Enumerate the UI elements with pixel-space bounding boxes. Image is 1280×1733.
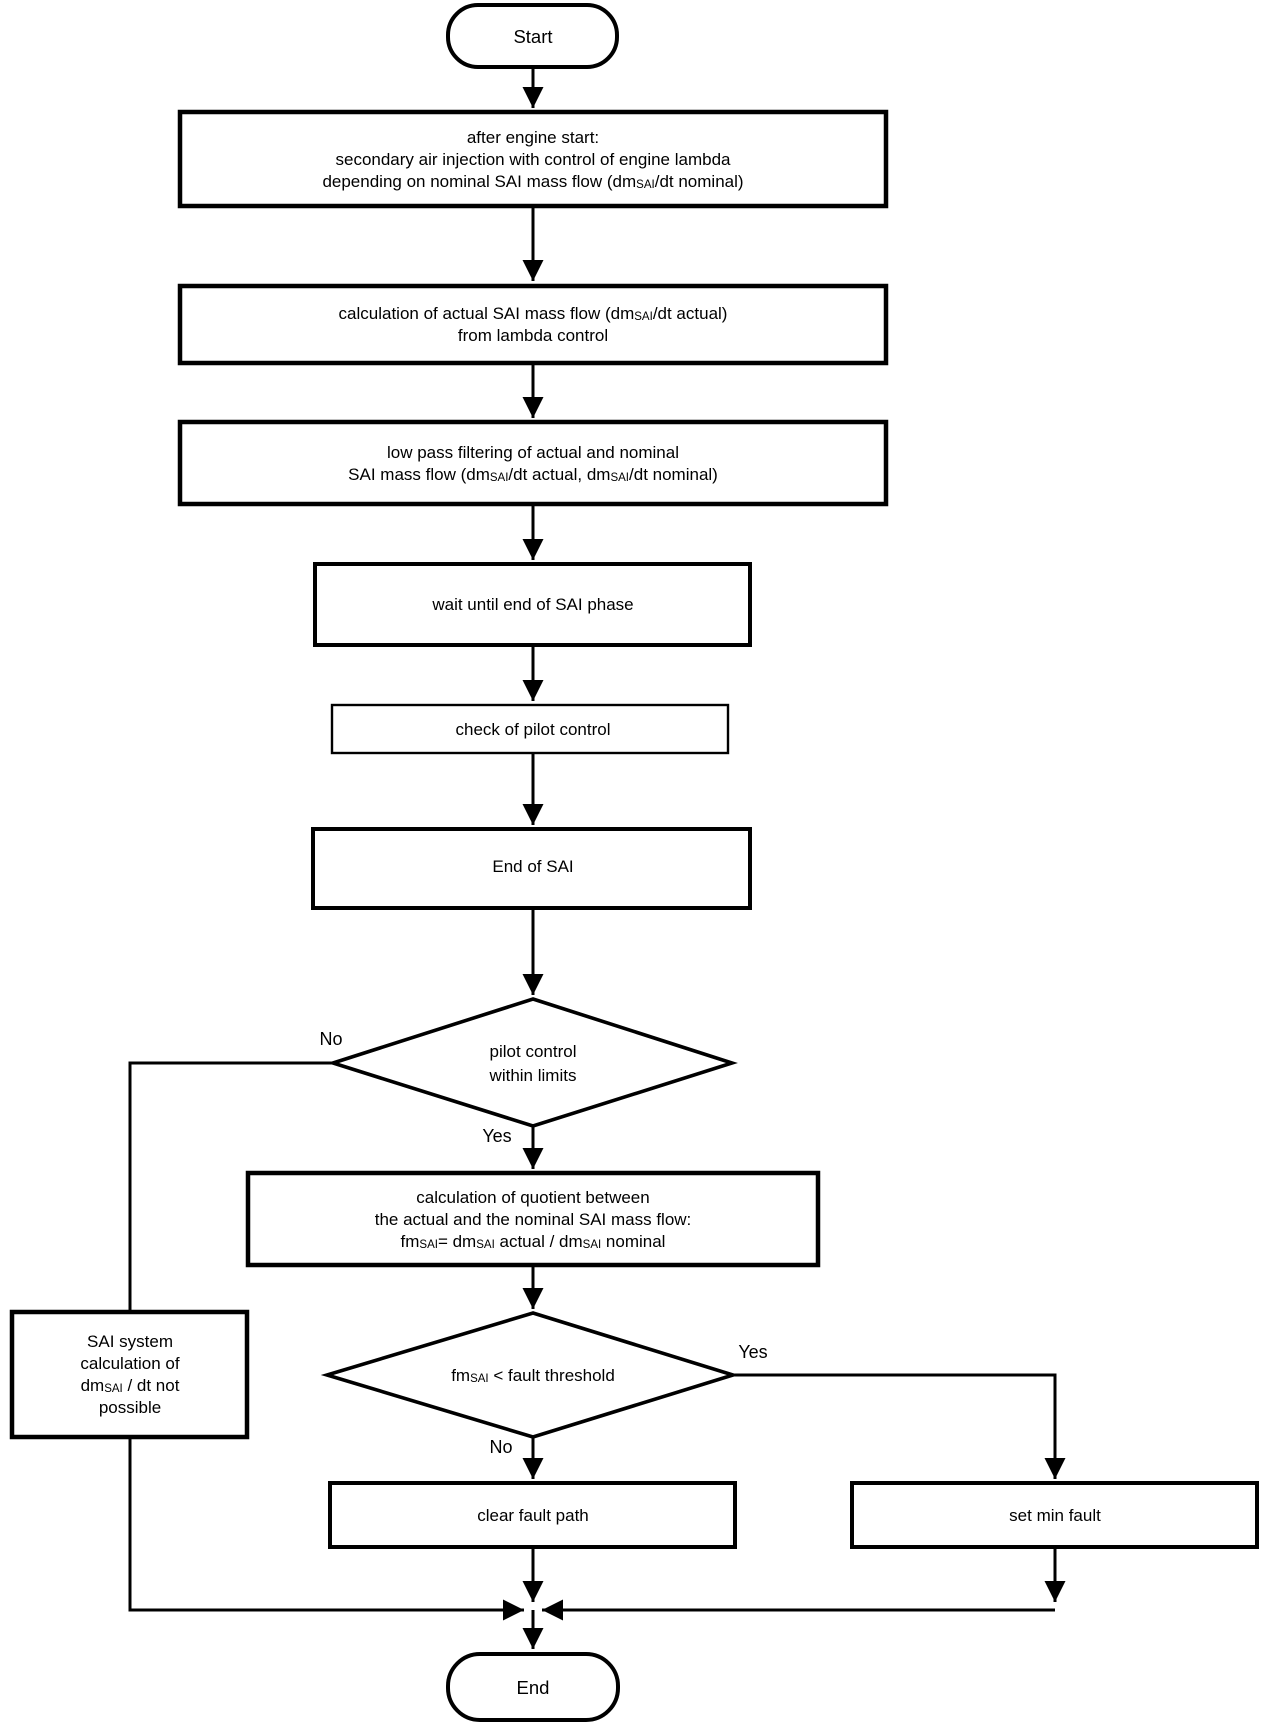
- start-shape: [446, 3, 619, 69]
- decision-fault-threshold: fmSAI < fault threshold: [320, 1311, 740, 1439]
- threshold-yes-label: Yes: [738, 1342, 767, 1362]
- sai-not-possible-shape: [9, 1309, 250, 1440]
- pilot-decision-shape: [327, 997, 738, 1128]
- check-pilot-label: check of pilot control: [456, 720, 611, 739]
- end-of-sai-label: End of SAI: [492, 857, 573, 876]
- set-min-fault-shape: [850, 1481, 1259, 1549]
- end-shape: [446, 1652, 620, 1722]
- calc-quotient-shape: [245, 1170, 821, 1268]
- process-wait-end-sai: wait until end of SAI phase: [313, 562, 752, 647]
- process-after-engine-start: after engine start:secondary air injecti…: [177, 109, 889, 209]
- pilot-no-label: No: [319, 1029, 342, 1049]
- check-pilot-shape: [330, 703, 730, 755]
- end-of-sai-shape: [311, 827, 752, 910]
- low-pass-label: low pass filtering of actual and nominal…: [348, 443, 718, 485]
- calc-actual-label: calculation of actual SAI mass flow (dmS…: [339, 304, 728, 345]
- process-clear-fault-path: clear fault path: [328, 1481, 737, 1549]
- clear-fault-label: clear fault path: [477, 1506, 589, 1525]
- wait-end-sai-shape: [313, 562, 752, 647]
- edge-sai-not-possible-to-junction: [128, 1437, 524, 1621]
- calc-actual-shape: [177, 283, 889, 366]
- set-min-fault-label: set min fault: [1009, 1506, 1101, 1525]
- process-low-pass-filtering: low pass filtering of actual and nominal…: [177, 419, 889, 507]
- process-check-pilot-control: check of pilot control: [330, 703, 730, 755]
- threshold-decision-shape: [320, 1311, 740, 1439]
- wait-end-sai-label: wait until end of SAI phase: [431, 595, 633, 614]
- terminator-end: End: [446, 1652, 620, 1722]
- process-set-min-fault: set min fault: [850, 1481, 1259, 1549]
- low-pass-shape: [177, 419, 889, 507]
- pilot-yes-label: Yes: [482, 1126, 511, 1146]
- start-label: Start: [513, 26, 552, 47]
- process-end-of-sai: End of SAI: [311, 827, 752, 910]
- after-engine-start-label: after engine start:secondary air injecti…: [322, 128, 743, 192]
- threshold-decision-label: fmSAI < fault threshold: [451, 1366, 615, 1386]
- after-engine-start-shape: [177, 109, 889, 209]
- edge-threshold-yes-to-set-min-fault: [733, 1373, 1066, 1479]
- end-label: End: [517, 1677, 550, 1698]
- terminator-start: Start: [446, 3, 619, 69]
- process-calc-actual-mass-flow: calculation of actual SAI mass flow (dmS…: [177, 283, 889, 366]
- edge-pilot-no-to-sai-not-possible: [128, 1061, 333, 1312]
- clear-fault-shape: [328, 1481, 737, 1549]
- threshold-no-label: No: [489, 1437, 512, 1457]
